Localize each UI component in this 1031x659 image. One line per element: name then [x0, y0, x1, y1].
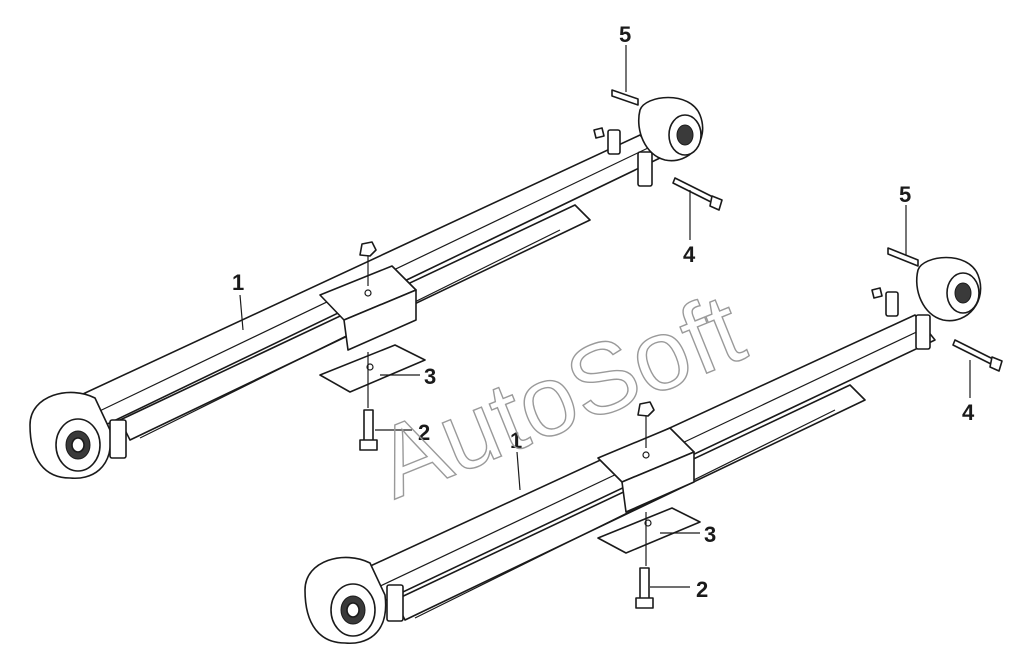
left-rear-eye — [593, 96, 704, 187]
callout-right-pin: 5 — [899, 182, 911, 207]
right-bolt — [635, 512, 654, 609]
callout-labels: 1 2 3 4 5 1 2 3 4 5 — [232, 22, 975, 602]
right-spring-assembly — [304, 247, 1003, 645]
callout-right-shackle-bolt: 4 — [962, 400, 975, 425]
right-plate — [597, 507, 701, 554]
callout-left-spring: 1 — [232, 270, 244, 295]
callout-right-bolt: 2 — [696, 577, 708, 602]
left-top-nut — [359, 241, 377, 257]
left-shackle-bolt — [672, 177, 723, 211]
left-pin — [611, 89, 639, 106]
callout-right-plate: 3 — [704, 522, 716, 547]
left-front-eye — [29, 391, 127, 480]
callout-left-plate: 3 — [424, 364, 436, 389]
callout-right-spring: 1 — [510, 428, 522, 453]
right-pin — [887, 247, 919, 267]
right-top-nut — [637, 401, 655, 417]
callout-left-pin: 5 — [619, 22, 631, 47]
left-center-clamp-side — [343, 289, 417, 351]
left-spring-assembly — [29, 89, 723, 480]
right-leaf-fourth — [414, 409, 836, 619]
right-rear-eye — [871, 256, 982, 350]
callout-left-bolt: 2 — [418, 420, 430, 445]
right-shackle-bolt — [952, 339, 1003, 372]
right-front-eye — [304, 556, 404, 645]
left-bolt — [359, 352, 378, 451]
leader-lines — [239, 45, 971, 588]
callout-left-shackle-bolt: 4 — [683, 242, 696, 267]
right-center-clamp-side — [621, 451, 695, 513]
